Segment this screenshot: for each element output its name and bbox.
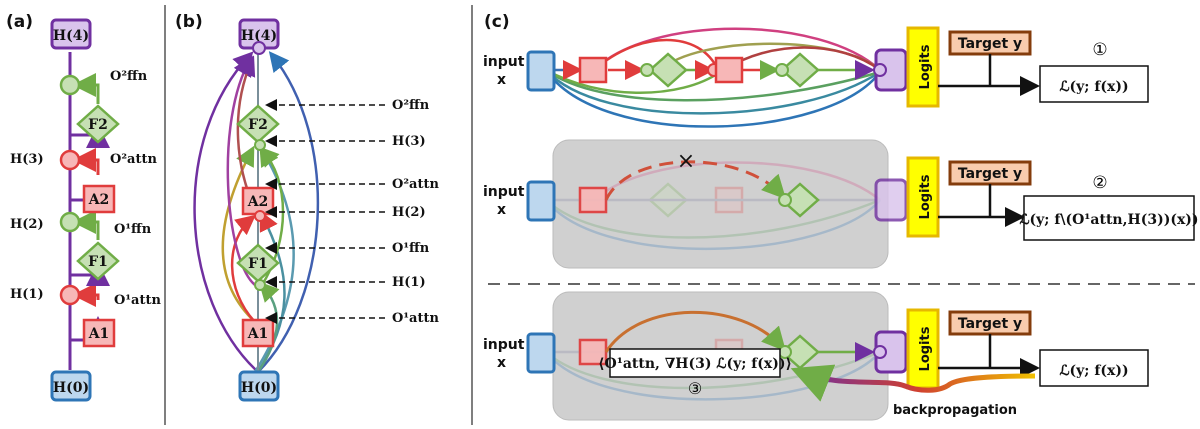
row3-input-node xyxy=(526,332,556,374)
row3-input-x: x xyxy=(497,355,506,371)
a1-label-b: A1 xyxy=(247,326,269,342)
row2-a1 xyxy=(578,186,608,214)
f2-node-a xyxy=(76,104,120,144)
row2-h4-node xyxy=(874,178,908,222)
row2-loss-label: ℒ(y; f\(O¹attn,H(3))(x)) xyxy=(1019,212,1198,228)
h3-circle-b xyxy=(254,139,266,151)
row1-input-x: x xyxy=(497,72,506,88)
h2-circle-a xyxy=(59,211,81,233)
a2-node-a xyxy=(82,184,116,214)
backprop-path xyxy=(790,364,1036,402)
a-label-h2: H(2) xyxy=(10,217,44,232)
h3-circle-a xyxy=(59,149,81,171)
row2-input-label: input xyxy=(483,184,525,200)
row1-loss-box xyxy=(1039,65,1149,103)
a1-node-b xyxy=(241,318,275,348)
row1-logits xyxy=(906,26,940,108)
row2-input-node xyxy=(526,180,556,222)
panel-c-row2: input x × Logits Target y ② ℒ(y; f\(O¹at… xyxy=(483,139,1199,269)
a-label-h1: H(1) xyxy=(10,287,44,302)
b-label-oattn2: O²attn xyxy=(392,177,439,192)
row1-h1 xyxy=(640,63,654,77)
row1-logits-label: Logits xyxy=(918,44,933,89)
row1-input-node xyxy=(526,50,556,92)
marker-2: ② xyxy=(1092,173,1107,193)
h0-label-b: H(0) xyxy=(241,380,277,396)
row2-logits-label: Logits xyxy=(918,174,933,219)
panel-a-diagram: H(0) H(4) A1 F1 A2 F2 O²ffn H(3) O²attn … xyxy=(10,18,161,402)
h0-node-a xyxy=(50,370,92,402)
row2-target-label: Target y xyxy=(958,166,1022,182)
b-label-h2: H(2) xyxy=(392,205,426,220)
row3-input-label: input xyxy=(483,337,525,353)
h1-circle-b xyxy=(254,279,266,291)
panel-label-a: (a) xyxy=(6,12,33,32)
row1-target-label: Target y xyxy=(958,36,1022,52)
row3-logits-label: Logits xyxy=(918,326,933,371)
h4-circle-a xyxy=(59,74,81,96)
h4-label-a: H(4) xyxy=(53,28,89,44)
marker-1: ① xyxy=(1092,40,1107,60)
row2-logits xyxy=(906,156,940,238)
b-label-h1: H(1) xyxy=(392,275,426,290)
row3-loss-label: ℒ(y; f(x)) xyxy=(1059,363,1128,379)
h4-node-a xyxy=(50,18,92,50)
f1-label-a: F1 xyxy=(88,254,108,270)
a1-node-a xyxy=(82,318,116,348)
panel-label-c: (c) xyxy=(484,12,510,32)
panel-c-row3: input x Logits Target y ℒ(y; f(x)) backp… xyxy=(483,291,1149,421)
f2-label-a: F2 xyxy=(88,117,108,133)
row1-f1 xyxy=(648,52,688,88)
row3-a1 xyxy=(578,338,608,366)
h0-node-b xyxy=(238,370,280,402)
row2-input-x: x xyxy=(497,202,506,218)
b-label-h3: H(3) xyxy=(392,134,426,149)
grad-label: ⟨O¹attn, ∇H(3) ℒ(y; f(x))⟩ xyxy=(598,356,792,372)
row1-a1 xyxy=(578,56,608,84)
h0-label-a: H(0) xyxy=(53,380,89,396)
panel-b-diagram: H(0) H(4) A1 F1 A2 F2 O²ffn H(3) O²attn … xyxy=(193,18,439,402)
a2-label-a: A2 xyxy=(88,192,110,208)
backprop-label: backpropagation xyxy=(893,403,1017,418)
f1-node-a xyxy=(76,241,120,281)
h4-circle-b xyxy=(252,41,266,55)
a-label-offn1: O¹ffn xyxy=(114,222,152,237)
a2-label-b: A2 xyxy=(247,194,269,210)
b-label-offn1: O¹ffn xyxy=(392,241,430,256)
h1-circle-a xyxy=(59,284,81,306)
panel-label-b: (b) xyxy=(175,12,203,32)
row3-loss-box xyxy=(1039,349,1149,387)
b-label-oattn1: O¹attn xyxy=(392,311,439,326)
h2-circle-b xyxy=(254,210,266,222)
a-label-oattn1: O¹attn xyxy=(114,293,161,308)
grad-box xyxy=(609,348,781,378)
panel-c-row1: input x Logits Target y ① ℒ(y; f(x)) xyxy=(483,26,1149,128)
a1-label-a: A1 xyxy=(88,326,110,342)
row1-h3 xyxy=(775,63,789,77)
marker-3: ③ xyxy=(688,379,702,398)
b-label-offn2: O²ffn xyxy=(392,98,430,113)
row2-cross: × xyxy=(677,149,695,174)
a-label-oattn2: O²attn xyxy=(110,152,157,167)
row2-loss-box xyxy=(1023,195,1195,241)
f1-label-b: F1 xyxy=(248,256,268,272)
a-label-offn2: O²ffn xyxy=(110,69,148,84)
h4-label-b: H(4) xyxy=(241,28,277,44)
row1-f2 xyxy=(780,52,820,88)
row1-a2 xyxy=(714,56,744,84)
f2-label-b: F2 xyxy=(248,117,268,133)
row1-loss-label: ℒ(y; f(x)) xyxy=(1059,79,1128,95)
row3-target-label: Target y xyxy=(958,316,1022,332)
row1-input-label: input xyxy=(483,54,525,70)
a-label-h3: H(3) xyxy=(10,152,44,167)
